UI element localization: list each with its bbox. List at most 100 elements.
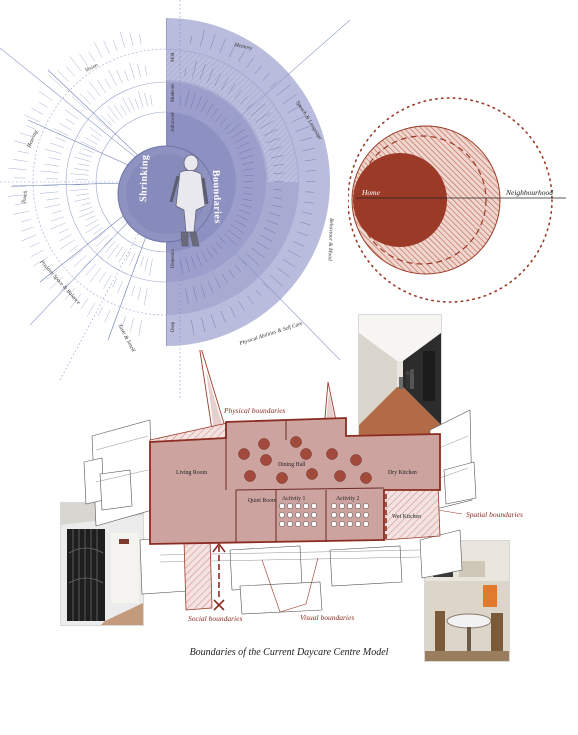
text-line-mark bbox=[98, 271, 107, 283]
text-line-mark bbox=[271, 155, 284, 159]
text-line-mark bbox=[105, 241, 116, 253]
level-label-advanced: Advanced bbox=[171, 112, 176, 132]
text-line-mark bbox=[12, 159, 28, 162]
text-line-mark bbox=[89, 127, 103, 137]
text-line-mark bbox=[304, 201, 314, 204]
text-line-mark bbox=[262, 73, 270, 81]
text-line-mark bbox=[85, 215, 96, 221]
corridor-image bbox=[359, 315, 441, 439]
text-line-mark bbox=[118, 249, 127, 263]
text-line-mark bbox=[184, 89, 190, 107]
text-line-mark bbox=[60, 239, 75, 250]
text-line-mark bbox=[296, 126, 310, 132]
text-line-mark bbox=[238, 209, 251, 215]
text-line-mark bbox=[269, 146, 282, 151]
text-line-mark bbox=[50, 142, 64, 148]
figure-caption: Boundaries of the Current Daycare Centre… bbox=[189, 647, 389, 658]
text-line-mark bbox=[38, 101, 48, 108]
activity-seat bbox=[339, 512, 345, 518]
text-line-mark bbox=[215, 113, 223, 122]
activity-seat bbox=[363, 512, 369, 518]
text-line-mark bbox=[137, 287, 142, 301]
activity-seat bbox=[363, 521, 369, 527]
text-line-mark bbox=[69, 245, 79, 252]
text-line-mark bbox=[58, 228, 69, 234]
text-line-mark bbox=[272, 164, 284, 167]
text-line-mark bbox=[70, 293, 82, 309]
activity-seat bbox=[303, 521, 309, 527]
text-line-mark bbox=[211, 245, 218, 254]
text-line-mark bbox=[179, 258, 184, 275]
text-line-mark bbox=[44, 204, 61, 208]
text-line-mark bbox=[78, 211, 94, 218]
text-line-mark bbox=[231, 224, 244, 234]
activity-seat bbox=[347, 512, 353, 518]
text-line-mark bbox=[221, 78, 229, 90]
text-line-mark bbox=[138, 319, 142, 337]
text-line-mark bbox=[224, 233, 237, 246]
activity-seat bbox=[331, 521, 337, 527]
text-line-mark bbox=[201, 251, 208, 263]
text-line-mark bbox=[20, 234, 37, 242]
text-line-mark bbox=[24, 114, 40, 123]
text-line-mark bbox=[69, 56, 82, 71]
center-label-left: Shrinking bbox=[138, 154, 151, 202]
text-line-mark bbox=[220, 310, 226, 323]
text-line-mark bbox=[271, 205, 282, 208]
text-line-mark bbox=[44, 163, 60, 167]
text-line-mark bbox=[272, 197, 282, 199]
text-line-mark bbox=[245, 103, 253, 110]
text-line-mark bbox=[240, 96, 248, 104]
text-line-mark bbox=[78, 152, 93, 158]
text-line-mark bbox=[191, 319, 195, 336]
text-line-mark bbox=[246, 57, 254, 68]
text-line-mark bbox=[214, 73, 222, 86]
sector-label-touch: Touch bbox=[21, 190, 29, 204]
text-line-mark bbox=[210, 108, 219, 119]
text-line-mark bbox=[78, 163, 90, 167]
text-line-mark bbox=[207, 68, 214, 83]
text-line-mark bbox=[39, 191, 59, 194]
level-label-deep: Deep bbox=[171, 321, 176, 332]
text-line-mark bbox=[106, 113, 116, 124]
sector-label-vision: Vision bbox=[84, 62, 99, 73]
text-line-mark bbox=[185, 288, 189, 304]
physical-boundaries-label: Physical boundaries bbox=[223, 406, 286, 415]
text-line-mark bbox=[287, 104, 302, 114]
text-line-mark bbox=[201, 317, 206, 333]
text-line-mark bbox=[234, 264, 242, 273]
corridor-photo bbox=[358, 314, 442, 440]
text-line-mark bbox=[70, 250, 83, 260]
text-line-mark bbox=[51, 210, 62, 214]
text-line-mark bbox=[196, 253, 202, 266]
text-line-mark bbox=[70, 173, 89, 176]
text-line-mark bbox=[237, 50, 245, 63]
text-line-mark bbox=[273, 172, 284, 174]
text-line-mark bbox=[48, 157, 61, 161]
text-line-mark bbox=[256, 241, 269, 250]
activity-tables bbox=[279, 503, 369, 527]
text-line-mark bbox=[242, 161, 254, 165]
text-line-mark bbox=[236, 214, 249, 221]
text-line-mark bbox=[51, 216, 64, 222]
sector-label-memory: Memory bbox=[233, 42, 254, 52]
dining-table bbox=[258, 438, 270, 450]
activity-seat bbox=[279, 503, 285, 509]
text-line-mark bbox=[200, 29, 205, 47]
text-line-mark bbox=[108, 70, 117, 87]
activity-seat bbox=[311, 503, 317, 509]
text-line-mark bbox=[240, 259, 247, 266]
text-line-mark bbox=[94, 116, 109, 130]
text-line-mark bbox=[250, 104, 266, 116]
text-line-mark bbox=[138, 91, 144, 108]
text-line-mark bbox=[44, 148, 62, 154]
text-line-mark bbox=[104, 310, 111, 323]
activity-seat bbox=[355, 521, 361, 527]
text-line-mark bbox=[29, 242, 40, 248]
text-line-mark bbox=[80, 298, 89, 309]
text-line-mark bbox=[53, 128, 69, 136]
text-line-mark bbox=[129, 32, 134, 46]
text-line-mark bbox=[33, 256, 48, 267]
text-line-mark bbox=[190, 92, 196, 109]
text-line-mark bbox=[243, 187, 252, 189]
